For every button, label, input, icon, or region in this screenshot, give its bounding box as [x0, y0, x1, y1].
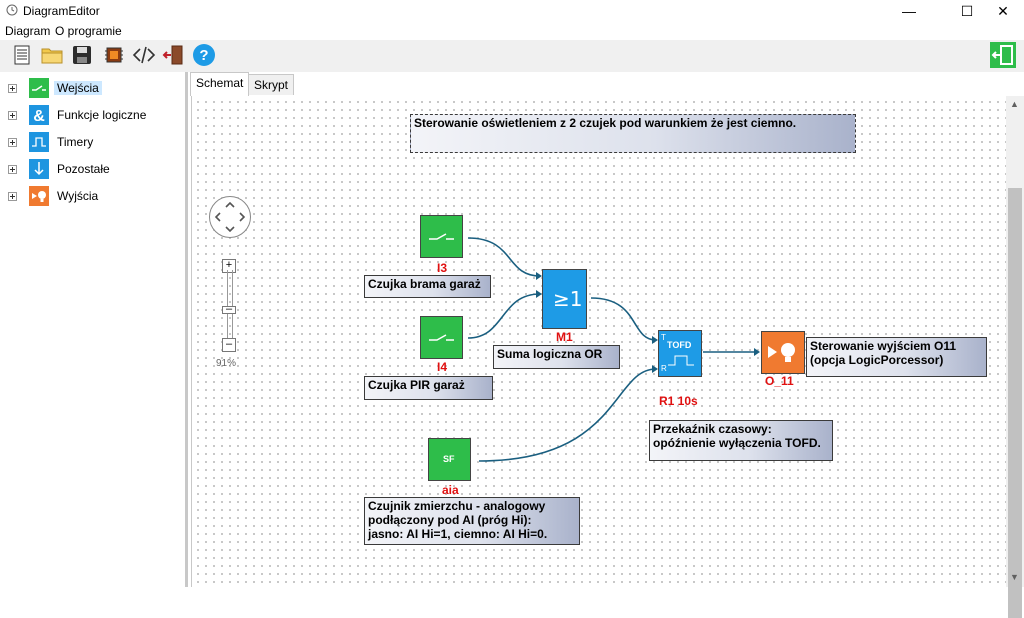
tree-item-timery[interactable]: Timery: [0, 130, 184, 154]
block-label-o11: O_11: [765, 374, 794, 388]
ampersand-icon: &: [29, 105, 49, 125]
tree-item-label: Wyjścia: [57, 189, 99, 203]
component-tree: Wejścia & Funkcje logiczne Timery Pozost…: [0, 72, 184, 587]
tree-item-pozostale[interactable]: Pozostałe: [0, 157, 184, 181]
tree-item-wyjscia[interactable]: Wyjścia: [0, 184, 184, 208]
or-block-m1[interactable]: ≥1: [542, 269, 587, 329]
menu-diagram[interactable]: Diagram: [5, 24, 51, 38]
diagram-title-note[interactable]: Sterowanie oświetleniem z 2 czujek pod w…: [410, 114, 856, 153]
note-i4[interactable]: Czujka PIR garaż: [364, 376, 493, 400]
bulb-icon: [768, 343, 795, 362]
tree-item-label: Timery: [57, 135, 94, 149]
input-block-i3[interactable]: [420, 215, 463, 258]
tab-skrypt[interactable]: Skrypt: [248, 74, 295, 95]
timer-waveform-icon: [668, 355, 694, 366]
expand-icon[interactable]: [8, 192, 17, 201]
svg-text:&: &: [33, 108, 45, 125]
menu-bar: Diagram O programie: [0, 22, 1024, 40]
code-icon[interactable]: [132, 43, 156, 67]
zoom-level: 91%: [216, 358, 237, 369]
note-r1[interactable]: Przekaźnik czasowy: opóźnienie wyłączeni…: [649, 420, 833, 461]
note-aia[interactable]: Czujnik zmierzchu - analogowy podłączony…: [364, 497, 580, 545]
app-icon: [6, 4, 18, 16]
timer-block-r1[interactable]: T R TOFD: [658, 330, 702, 377]
note-o11[interactable]: Sterowanie wyjściem O11 (opcja LogicPorc…: [806, 337, 987, 377]
output-block-o11[interactable]: [761, 331, 805, 374]
pin-r-label: R: [661, 364, 667, 373]
exit-door-icon[interactable]: [162, 43, 186, 67]
input-block-i4[interactable]: [420, 316, 463, 359]
open-folder-icon[interactable]: [40, 43, 64, 67]
zoom-slider-thumb[interactable]: –: [222, 304, 236, 315]
scrollbar-thumb[interactable]: [1008, 188, 1022, 618]
vertical-scrollbar[interactable]: ▲ ▼: [1006, 96, 1024, 618]
menu-o-programie[interactable]: O programie: [55, 24, 122, 38]
timer-icon: [29, 132, 49, 152]
help-icon[interactable]: ?: [192, 43, 216, 67]
title-bar: DiagramEditor — ☐ ✕: [0, 0, 1024, 22]
expand-icon[interactable]: [8, 84, 17, 93]
scroll-down-icon[interactable]: ▼: [1010, 572, 1019, 582]
block-label-r1: R1 10s: [659, 394, 698, 408]
toolbar: ?: [0, 40, 1024, 72]
switch-icon: [429, 334, 454, 341]
switch-icon: [29, 78, 49, 98]
tree-item-label: Funkcje logiczne: [57, 108, 147, 122]
exit-app-icon[interactable]: [990, 42, 1016, 68]
connection-wires: [467, 237, 760, 462]
tab-schemat[interactable]: Schemat: [190, 72, 250, 96]
save-icon[interactable]: [70, 43, 94, 67]
note-i3[interactable]: Czujka brama garaż: [364, 275, 491, 298]
switch-icon: [429, 233, 454, 240]
pan-navigator[interactable]: [209, 196, 251, 238]
or-symbol: ≥1: [553, 287, 583, 311]
tree-item-label: Pozostałe: [57, 162, 110, 176]
expand-icon[interactable]: [8, 165, 17, 174]
block-label-i3: I3: [437, 261, 448, 275]
tree-item-funkcje-logiczne[interactable]: & Funkcje logiczne: [0, 103, 184, 127]
sf-symbol: SF: [443, 454, 455, 464]
close-button[interactable]: ✕: [997, 3, 1009, 19]
block-label-aia: aia: [442, 483, 459, 497]
svg-text:?: ?: [199, 47, 208, 64]
tofd-symbol: TOFD: [667, 340, 692, 350]
note-m1[interactable]: Suma logiczna OR: [493, 345, 620, 369]
new-document-icon[interactable]: [10, 43, 34, 67]
maximize-button[interactable]: ☐: [960, 3, 974, 19]
block-label-i4: I4: [437, 360, 448, 374]
expand-icon[interactable]: [8, 138, 17, 147]
window-title: DiagramEditor: [23, 4, 100, 18]
block-label-m1: M1: [556, 330, 573, 344]
expand-icon[interactable]: [8, 111, 17, 120]
panel-splitter[interactable]: [185, 72, 188, 587]
zoom-out-button[interactable]: –: [222, 338, 236, 352]
tree-item-wejscia[interactable]: Wejścia: [0, 76, 184, 100]
pin-t-label: T: [661, 333, 666, 342]
scroll-up-icon[interactable]: ▲: [1010, 99, 1019, 109]
pan-arrows-icon[interactable]: [210, 197, 250, 237]
zoom-in-button[interactable]: +: [222, 259, 236, 273]
diagram-canvas[interactable]: [191, 96, 1007, 587]
tree-item-label: Wejścia: [54, 81, 102, 95]
chip-icon[interactable]: [102, 43, 126, 67]
minimize-button[interactable]: —: [902, 3, 916, 19]
zoom-slider-track[interactable]: [227, 270, 233, 340]
tab-bar: Schemat Skrypt: [190, 72, 1024, 96]
misc-icon: [29, 159, 49, 179]
analog-input-block-aia[interactable]: SF: [428, 438, 471, 481]
bulb-icon: [29, 186, 49, 206]
